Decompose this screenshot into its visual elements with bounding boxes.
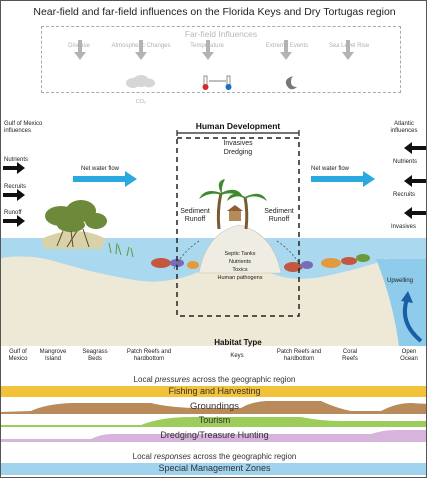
- far-field-box: Far-field Influences: [41, 26, 401, 93]
- response-band-smz: Special Management Zones: [1, 463, 426, 475]
- human-dredging-label: Dredging: [223, 149, 253, 156]
- net-flow-left-arrow: [73, 171, 137, 187]
- right-arrow-icon: [3, 162, 25, 174]
- pressure-band-groundings: Groundings: [1, 398, 426, 414]
- right-invasives-label: Invasives: [391, 224, 417, 230]
- habitat-gulf-of-mexico: Gulf of Mexico: [8, 349, 28, 362]
- island-toxics: Toxics: [232, 267, 248, 273]
- tourism-band-shape: [1, 417, 426, 427]
- left-influence-arrows: [3, 162, 25, 227]
- far-field-item-disease: Disease: [68, 43, 90, 49]
- mangrove-canopy: [45, 200, 107, 232]
- right-nutrients-label: Nutrients: [393, 159, 418, 165]
- pressures-heading: Local pressures across the geographic re…: [133, 375, 296, 384]
- habitat-keys: Keys: [230, 353, 244, 359]
- human-development-box: [176, 137, 300, 317]
- habitat-seagrass-beds: Seagrass Beds: [82, 349, 108, 362]
- tourism-band-label: Tourism: [198, 415, 231, 425]
- upwelling-arrow: [402, 298, 423, 343]
- habitat-patch-reefs-left: Patch Reefs and hardbottom: [126, 349, 172, 362]
- upwelling-label: Upwelling: [387, 278, 414, 284]
- dredging-band-shape: [1, 430, 426, 442]
- habitat-type-heading: Habitat Type: [214, 338, 262, 347]
- down-arrow-icon: [280, 40, 292, 60]
- palm-trees: [199, 179, 267, 230]
- sediment-plumes: [172, 240, 304, 272]
- groundings-band-shape: [1, 401, 426, 414]
- seagrass: [108, 242, 134, 258]
- right-influence-arrows: [404, 142, 426, 219]
- landscape-illustration: [1, 130, 426, 346]
- seabed: [1, 256, 401, 346]
- fishing-band-label: Fishing and Harvesting: [168, 386, 261, 396]
- key-island: [198, 224, 282, 274]
- co2-label: CO₂: [135, 99, 147, 105]
- down-arrow-icon: [135, 40, 147, 60]
- sediment-runoff-left-label: Sediment Runoff: [180, 208, 210, 224]
- fishing-band-shape: [1, 386, 426, 397]
- mangrove-island: [41, 231, 106, 249]
- island-human-pathogens: Human pathogens: [217, 275, 263, 281]
- right-arrow-icon: [3, 215, 25, 227]
- left-nutrients-label: Nutrients: [4, 157, 29, 163]
- sediment-runoff-right-label: Sediment Runoff: [264, 208, 294, 224]
- island-septic-tanks: Septic Tanks: [224, 251, 256, 257]
- net-water-flow-right-label: Net water flow: [311, 166, 350, 172]
- pressure-band-fishing: Fishing and Harvesting: [1, 386, 426, 397]
- right-arrow-icon: [3, 189, 25, 201]
- gulf-influences-heading: Gulf of Mexico influences: [4, 121, 43, 134]
- left-arrow-icon: [404, 207, 426, 219]
- dredging-band-label: Dredging/Treasure Hunting: [160, 430, 269, 440]
- left-runoff-label: Runoff: [4, 210, 22, 216]
- habitat-open-ocean: Open Ocean: [400, 349, 418, 362]
- habitat-mangrove-island: Mangrove Island: [39, 349, 67, 362]
- smz-band-shape: [1, 463, 426, 475]
- left-arrow-icon: [404, 175, 426, 187]
- upwelling-arrowhead: [401, 291, 413, 303]
- diagram-title: Near-field and far-field influences on t…: [33, 6, 396, 18]
- habitat-patch-reefs-right: Patch Reefs and hardbottom: [276, 349, 322, 362]
- far-field-heading: Far-field Influences: [184, 29, 258, 39]
- hurricane-icon: [285, 76, 297, 90]
- down-arrow-icon: [74, 40, 86, 60]
- cloud-icon: [126, 75, 155, 88]
- down-arrow-icon: [342, 40, 354, 60]
- net-flow-right-arrow: [311, 171, 375, 187]
- down-arrow-icon: [202, 40, 214, 60]
- far-field-icons: [74, 40, 354, 90]
- human-development-heading: Human Development: [195, 121, 281, 131]
- responses-heading: Local responses across the geographic re…: [132, 452, 297, 461]
- left-recruits-label: Recruits: [4, 184, 27, 190]
- pressure-band-tourism: Tourism: [1, 415, 426, 427]
- right-recruits-label: Recruits: [393, 192, 416, 198]
- far-field-item-sea-level: Sea Level Rise: [328, 43, 370, 49]
- far-field-item-extreme-events: Extreme Events: [265, 43, 309, 49]
- atlantic-influences-heading: Atlantic influences: [390, 121, 418, 134]
- human-invasives-label: Invasives: [223, 140, 253, 147]
- smz-band-label: Special Management Zones: [158, 463, 271, 473]
- mangrove-roots: [56, 228, 90, 248]
- deep-water: [376, 259, 426, 346]
- groundings-band-label: Groundings: [189, 401, 240, 412]
- coral-patches: [151, 254, 370, 272]
- left-arrow-icon: [404, 142, 426, 154]
- island-nutrients: Nutrients: [228, 259, 251, 265]
- thermometer-icon: [202, 75, 232, 90]
- pressure-band-dredging: Dredging/Treasure Hunting: [1, 428, 426, 442]
- far-field-item-temperature: Temperature: [190, 43, 224, 49]
- far-field-item-atmospheric: Atmospheric Changes: [111, 43, 171, 49]
- human-development-bracket: [176, 130, 300, 136]
- net-water-flow-left-label: Net water flow: [81, 166, 120, 172]
- habitat-coral-reefs: Coral Reefs: [342, 349, 358, 362]
